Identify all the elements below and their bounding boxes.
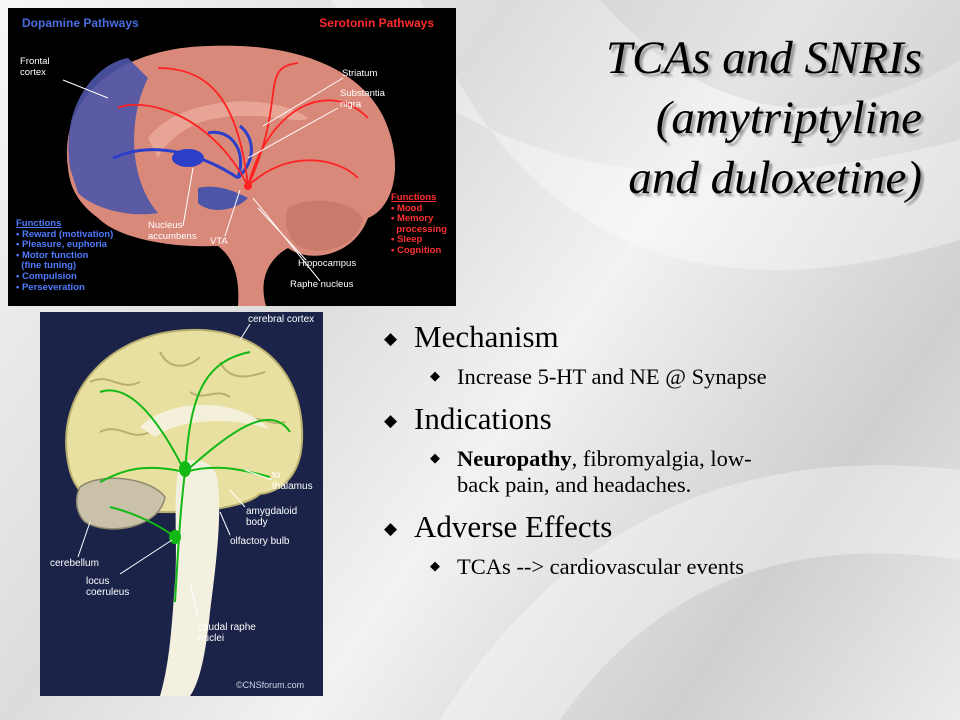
label-raphe-nucleus: Raphe nucleus — [290, 279, 354, 290]
pathways-figure: Dopamine Pathways Serotonin Pathways Fro… — [8, 8, 456, 306]
diamond-bullet-icon: ◆ — [384, 519, 398, 538]
title-line-1: TCAs and SNRIs — [606, 32, 922, 84]
label-vta: VTA — [210, 236, 228, 247]
diamond-bullet-icon: ◆ — [430, 368, 440, 383]
serotonin-functions-list: Functions • Mood • Memory processing • S… — [391, 192, 447, 256]
serotonin-pathways-title: Serotonin Pathways — [319, 16, 434, 30]
figure-credit: ©CNSforum.com — [236, 680, 305, 690]
label-hippocampus: Hippocampus — [298, 258, 357, 269]
bullet-adverse-effects: ◆ Adverse Effects — [380, 508, 940, 546]
sub-bullet-mechanism: ◆ Increase 5-HT and NE @ Synapse — [430, 364, 767, 389]
bullet-mechanism: ◆ Mechanism — [380, 318, 940, 356]
label-cerebral-cortex: cerebral cortex — [248, 314, 315, 325]
dopamine-functions-list: Functions • Reward (motivation) • Pleasu… — [16, 218, 114, 293]
diamond-bullet-icon: ◆ — [430, 558, 440, 573]
emphasis-neuropathy: Neuropathy — [457, 446, 572, 471]
bullet-list: ◆ Mechanism ◆ Increase 5-HT and NE @ Syn… — [380, 318, 940, 590]
label-cerebellum: cerebellum — [50, 558, 99, 569]
diamond-bullet-icon: ◆ — [384, 411, 398, 430]
sub-bullet-adverse-effects: ◆ TCAs --> cardiovascular events — [430, 554, 744, 579]
dopamine-pathways-title: Dopamine Pathways — [22, 16, 139, 30]
diamond-bullet-icon: ◆ — [384, 329, 398, 348]
title-line-3: and duloxetine) — [628, 152, 922, 204]
brain-norepinephrine-illustration — [65, 323, 304, 696]
bullet-indications: ◆ Indications — [380, 400, 940, 438]
sub-bullet-indications: ◆ Neuropathy, fibromyalgia, low- back pa… — [430, 446, 752, 497]
slide-title: TCAs and SNRIs (amytriptyline and duloxe… — [502, 28, 922, 208]
brain-sagittal-illustration — [62, 45, 396, 306]
label-striatum: Striatum — [342, 68, 378, 79]
diamond-bullet-icon: ◆ — [430, 450, 440, 465]
title-line-2: (amytriptyline — [655, 92, 922, 144]
label-olfactory-bulb: olfactory bulb — [230, 536, 290, 547]
